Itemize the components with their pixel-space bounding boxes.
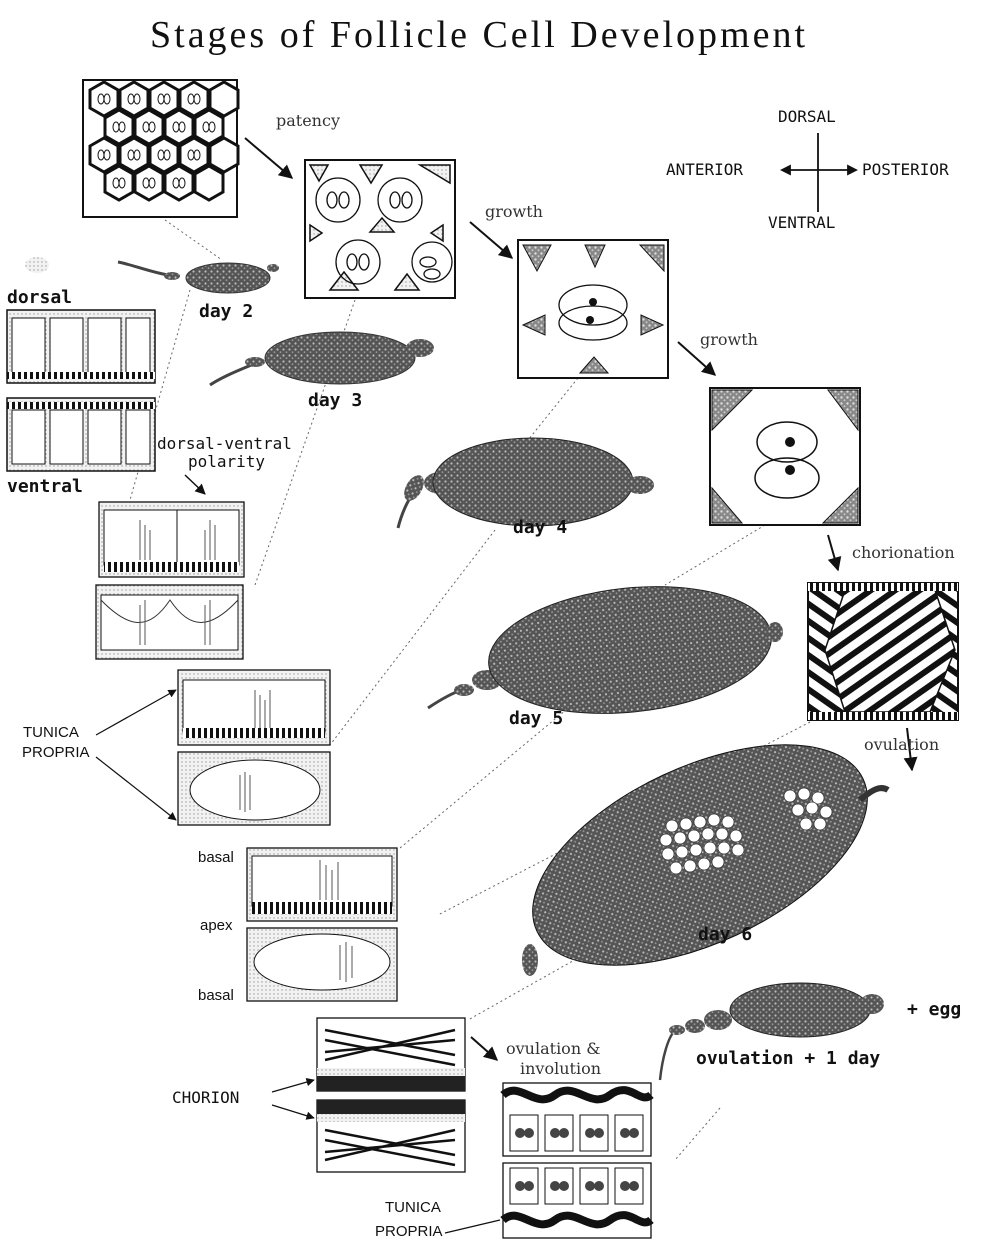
chorionation-square — [807, 582, 959, 721]
transition-growth-label-1: growth — [485, 202, 543, 221]
cell-square-day4 — [517, 239, 669, 379]
chorion-label: CHORION — [172, 1088, 240, 1107]
orientation-compass — [779, 133, 859, 212]
transition-arrows — [244, 137, 918, 1061]
page-title: Stages of Follicle Cell Development — [150, 14, 809, 56]
transition-chorionation-label: chorionation — [852, 543, 955, 562]
tunica-box-upper — [177, 669, 331, 746]
chorion-box-lower — [316, 1099, 466, 1173]
basal-apex-box-lower — [246, 927, 398, 1002]
stage-label-day4: day 4 — [513, 517, 568, 538]
tunica-propria-label-line2: PROPRIA — [22, 744, 90, 761]
involution-box-lower — [500, 1162, 654, 1239]
ventral-epithelium-box — [6, 397, 156, 472]
compass-dorsal-label: DORSAL — [778, 107, 836, 126]
tunica-propria-bottom-line1: TUNICA — [385, 1199, 441, 1216]
cell-square-day5 — [709, 387, 861, 526]
follicle-day2 — [117, 260, 279, 294]
follicle-ovulation-plus-1 — [658, 982, 884, 1081]
section-apex-label: apex — [200, 917, 233, 934]
stage-label-day2: day 2 — [199, 301, 254, 322]
follicle-day5 — [427, 586, 783, 714]
transition-patency-label: patency — [276, 111, 340, 130]
transition-ovulation-label: ovulation — [864, 735, 940, 754]
transition-growth-label-2: growth — [700, 330, 758, 349]
follicle-day6 — [522, 744, 890, 976]
dorsal-epithelium-box — [6, 257, 156, 384]
stage-label-ovulation-plus-1: ovulation + 1 day — [696, 1048, 881, 1069]
section-polarity-line1: dorsal-ventral — [157, 434, 292, 453]
compass-ventral-label: VENTRAL — [768, 213, 836, 232]
transition-ovulation-involution-line2: involution — [520, 1059, 601, 1078]
polarity-box-upper — [98, 501, 245, 578]
stage-label-egg: + egg — [907, 999, 962, 1020]
cell-square-day3 — [304, 159, 456, 299]
compass-anterior-label: ANTERIOR — [666, 160, 744, 179]
tunica-propria-label-line1: TUNICA — [23, 724, 79, 741]
section-basal-top-label: basal — [198, 849, 234, 866]
section-dorsal-label: dorsal — [7, 287, 73, 308]
basal-apex-box-upper — [246, 847, 398, 922]
chorion-box-upper — [316, 1017, 466, 1092]
section-basal-bottom-label: basal — [198, 987, 234, 1004]
follicle-day4 — [396, 437, 654, 529]
tunica-propria-bottom-line2: PROPRIA — [375, 1223, 443, 1240]
transition-ovulation-involution-line1: ovulation & — [506, 1039, 601, 1058]
stage-label-day6: day 6 — [698, 924, 753, 945]
cell-square-day2 — [82, 79, 240, 218]
involution-box-upper — [500, 1082, 654, 1157]
follicle-day3 — [209, 331, 434, 387]
stage-label-day5: day 5 — [509, 708, 564, 729]
stage-label-day3: day 3 — [308, 390, 363, 411]
tunica-box-lower — [177, 751, 331, 826]
compass-posterior-label: POSTERIOR — [862, 160, 949, 179]
section-polarity-line2: polarity — [188, 452, 266, 471]
polarity-box-lower — [95, 584, 244, 660]
day6-cell-patch — [659, 787, 833, 875]
section-ventral-label: ventral — [7, 476, 83, 497]
